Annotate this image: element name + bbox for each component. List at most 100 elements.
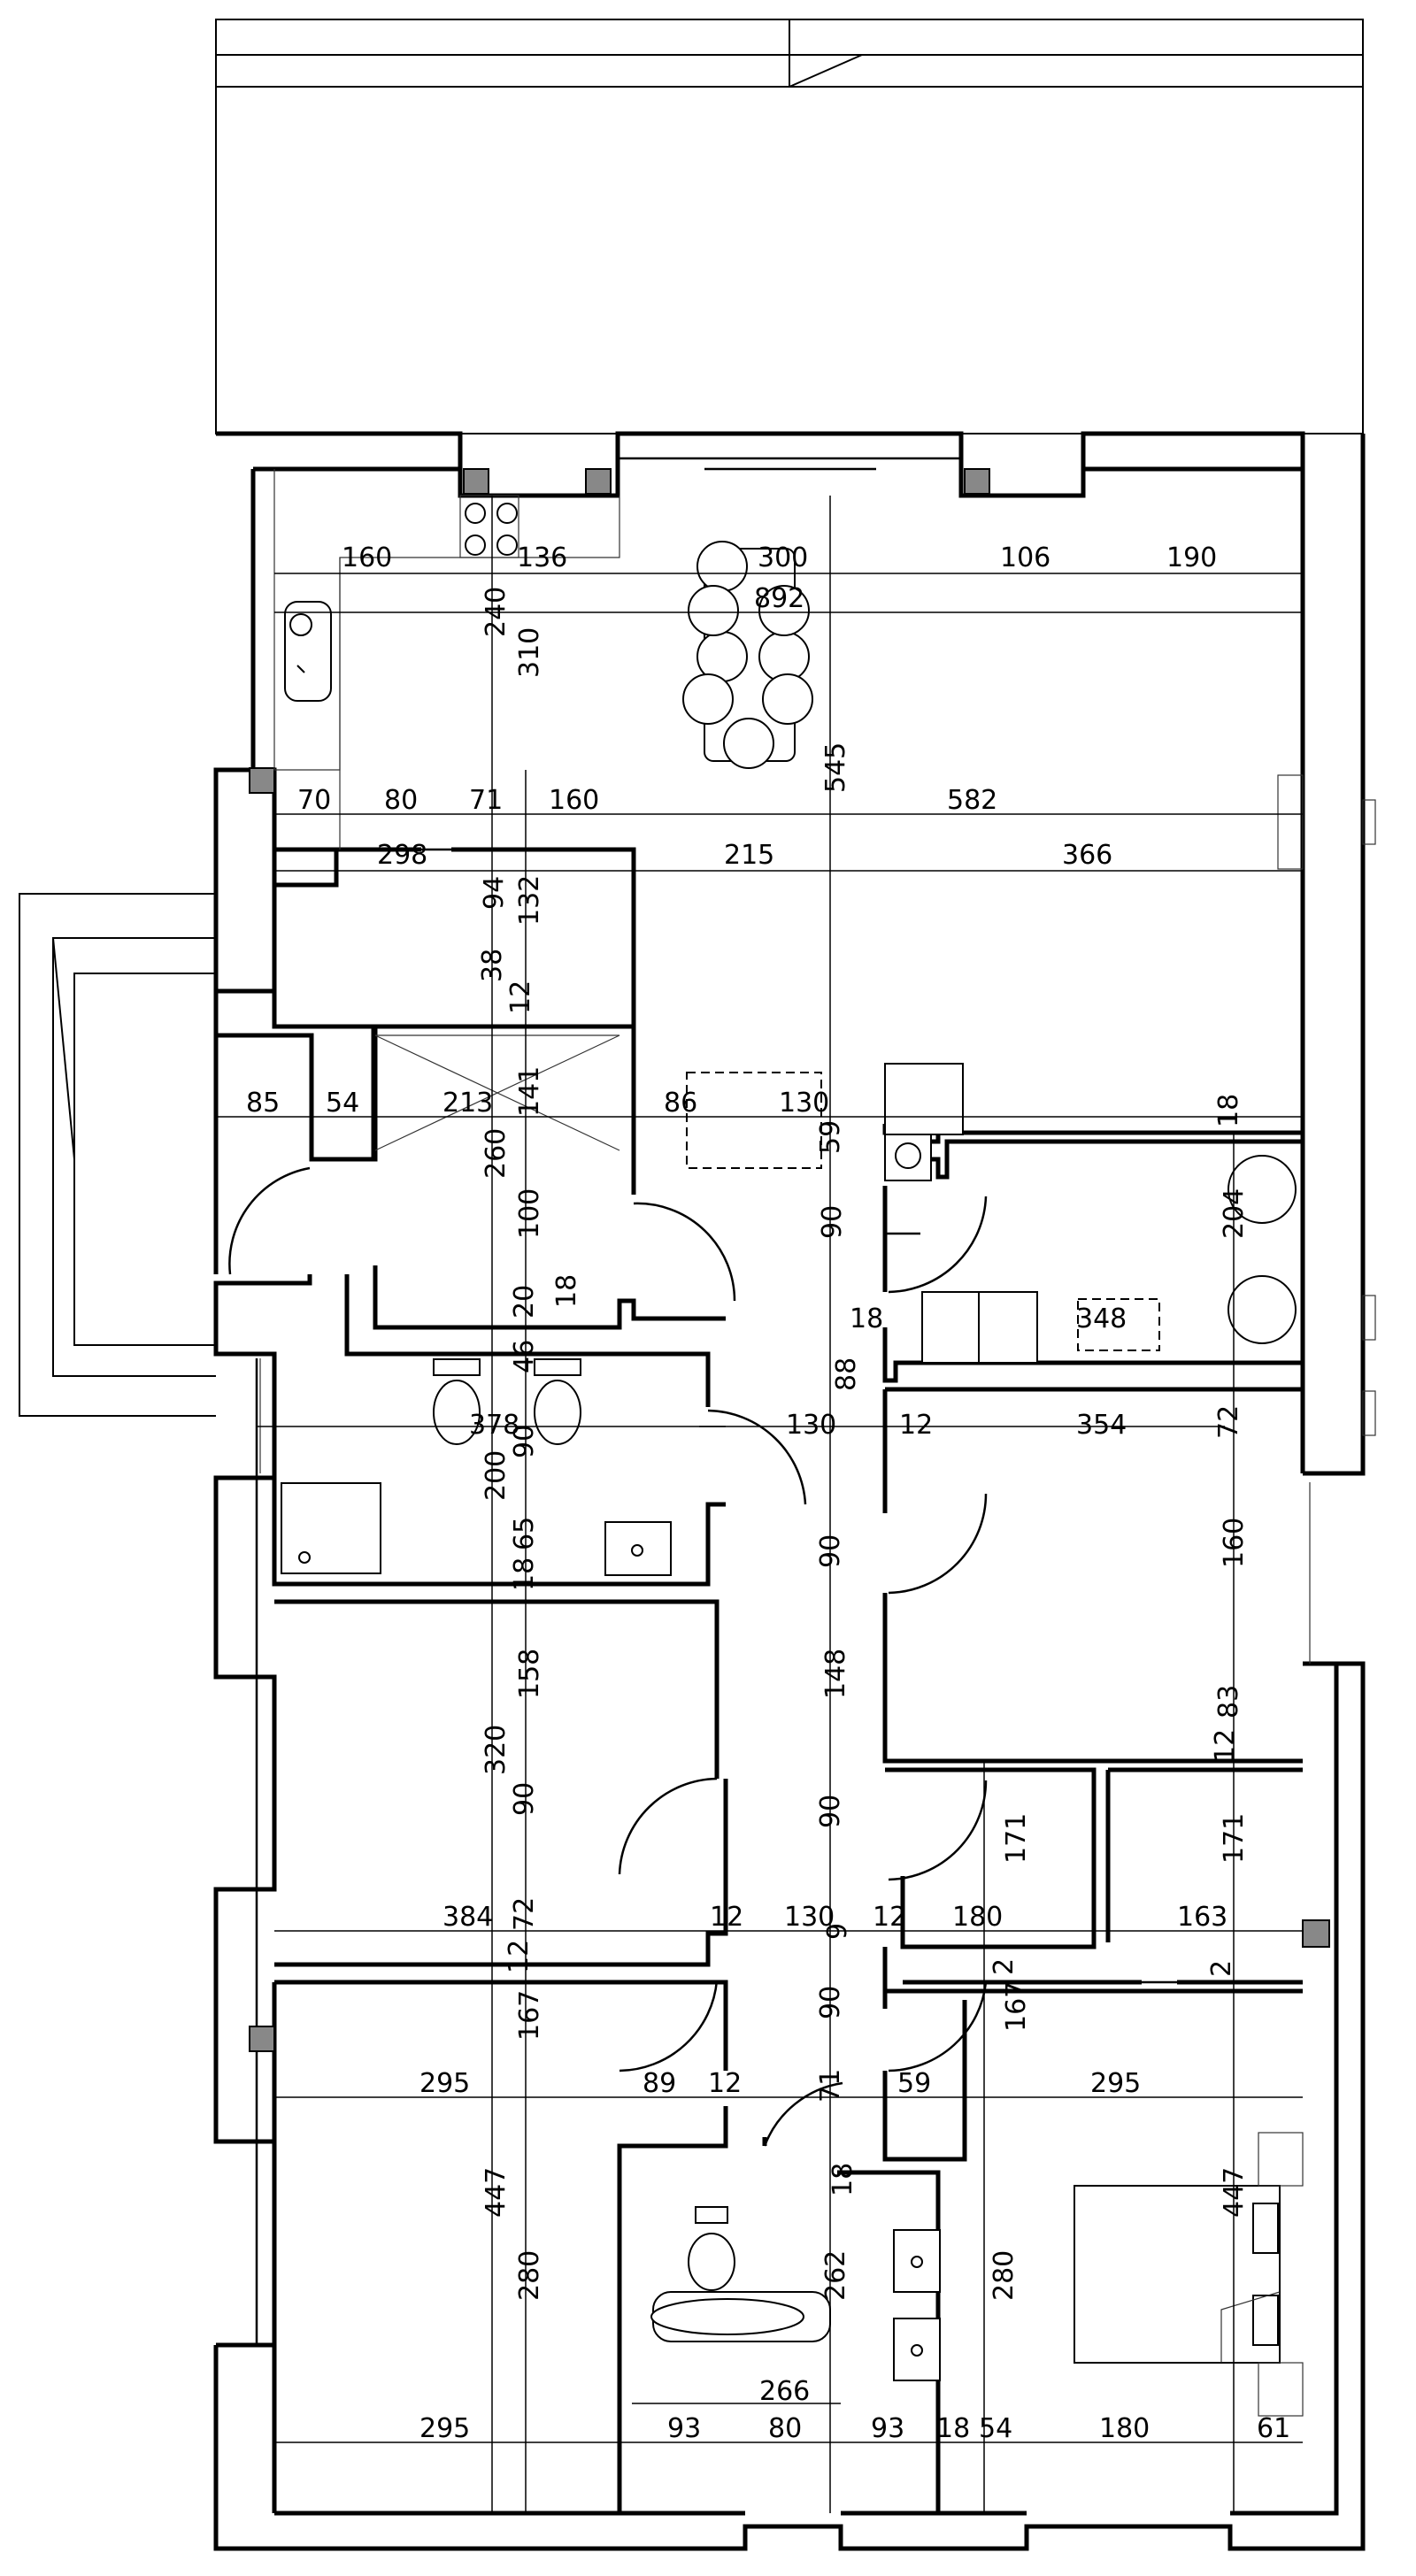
dim-label: 310 (514, 627, 545, 678)
dim-label: 86 (664, 1088, 697, 1119)
dim-label: 132 (514, 875, 545, 926)
dim-label: 280 (989, 2250, 1020, 2301)
dim-label: 90 (815, 1986, 846, 2019)
dim-label: 160 (1219, 1518, 1250, 1568)
dim-label: 38 (477, 949, 508, 982)
dim-label: 295 (419, 2413, 470, 2444)
dim-label: 158 (514, 1649, 545, 1699)
dim-label: 90 (815, 1534, 846, 1568)
dim-label: 892 (754, 583, 804, 614)
dim-label: 80 (768, 2413, 802, 2444)
dim-label: 298 (377, 840, 427, 871)
porch-outline (19, 893, 216, 1417)
dim-label: 2 (989, 1958, 1020, 1975)
dim-label: 167 (1001, 1981, 1032, 2032)
dim-label: 18 (551, 1274, 582, 1308)
dim-label: 18 (850, 1303, 883, 1334)
loft-hatch (374, 1034, 620, 1151)
dim-label: 260 (481, 1128, 512, 1179)
dim-label: 348 (1076, 1303, 1127, 1334)
dim-label: 130 (779, 1088, 829, 1119)
dim-label: 46 (509, 1340, 540, 1373)
dim-label: 240 (481, 587, 512, 637)
dim-label: 130 (784, 1902, 835, 1933)
dim-label: 295 (1090, 2068, 1141, 2099)
dim-label: 71 (815, 2069, 846, 2103)
dim-label: 141 (514, 1066, 545, 1117)
dim-label: 90 (509, 1425, 540, 1458)
dim-label: 72 (509, 1897, 540, 1931)
dim-label: 378 (469, 1410, 519, 1441)
dim-label: 130 (786, 1410, 836, 1441)
dim-label: 20 (509, 1285, 540, 1319)
dim-label: 18 (1213, 1094, 1244, 1127)
dim-label: 200 (481, 1450, 512, 1501)
dim-label: 85 (246, 1088, 280, 1119)
exterior-walls (213, 431, 1366, 2551)
dim-label: 262 (820, 2250, 851, 2301)
dim-label: 582 (947, 785, 997, 816)
dim-label: 160 (549, 785, 599, 816)
dim-label: 72 (1213, 1405, 1244, 1439)
dim-label: 71 (469, 785, 503, 816)
dim-label: 266 (759, 2376, 810, 2407)
dim-label: 171 (1219, 1813, 1250, 1864)
dim-label: 12 (708, 2068, 742, 2099)
dim-label: 136 (517, 542, 567, 573)
dim-label: 12 (899, 1410, 933, 1441)
windows (259, 774, 1376, 1664)
utility-equipment (686, 1063, 1297, 1364)
dim-label: 54 (326, 1088, 359, 1119)
bed (1074, 2132, 1304, 2417)
dim-label: 59 (815, 1120, 846, 1154)
bathroom-fixtures (281, 1358, 941, 2381)
dim-label: 213 (442, 1088, 493, 1119)
dim-label: 171 (1001, 1813, 1032, 1864)
dim-label: 18 (936, 2413, 970, 2444)
dimension-labels: 160 136 300 106 190 892 240 310 545 70 8… (246, 542, 1290, 2444)
dim-label: 2 (1206, 1960, 1237, 1977)
dim-label: 180 (1099, 2413, 1150, 2444)
dim-label: 90 (815, 1795, 846, 1828)
dim-label: 295 (419, 2068, 470, 2099)
dim-label: 447 (1219, 2167, 1250, 2218)
title-block (215, 19, 1364, 434)
dim-label: 215 (724, 840, 774, 871)
dim-label: 61 (1257, 2413, 1290, 2444)
dim-label: 12 (504, 1940, 535, 1973)
dim-label: 12 (873, 1902, 906, 1933)
dim-label: 70 (297, 785, 331, 816)
dim-label: 106 (1000, 542, 1050, 573)
structural-columns (249, 468, 1330, 2052)
dim-label: 167 (514, 1990, 545, 2041)
dim-label: 18 (509, 1557, 540, 1591)
dim-label: 90 (817, 1205, 848, 1239)
dim-label: 93 (667, 2413, 701, 2444)
dim-label: 94 (479, 876, 510, 910)
dim-label: 54 (979, 2413, 1012, 2444)
dim-label: 320 (481, 1725, 512, 1775)
dim-label: 100 (514, 1188, 545, 1239)
dim-label: 12 (505, 980, 536, 1014)
dim-label: 83 (1213, 1685, 1244, 1719)
dim-label: 190 (1166, 542, 1217, 573)
dining-table (682, 541, 813, 769)
doors (228, 848, 1177, 2147)
dim-label: 384 (442, 1902, 493, 1933)
dim-label: 545 (820, 742, 851, 793)
dim-label: 93 (871, 2413, 904, 2444)
dim-label: 90 (509, 1782, 540, 1816)
dim-label: 89 (643, 2068, 676, 2099)
dim-label: 180 (952, 1902, 1003, 1933)
dimension-lines (216, 496, 1303, 2513)
dim-label: 80 (384, 785, 418, 816)
dim-label: 9 (822, 1923, 853, 1940)
dim-label: 12 (1210, 1729, 1241, 1763)
dim-label: 18 (827, 2163, 858, 2196)
dim-label: 204 (1219, 1188, 1250, 1239)
dim-label: 88 (831, 1357, 862, 1391)
dim-label: 59 (897, 2068, 931, 2099)
dim-label: 280 (514, 2250, 545, 2301)
dim-label: 354 (1076, 1410, 1127, 1441)
dim-label: 447 (481, 2167, 512, 2218)
